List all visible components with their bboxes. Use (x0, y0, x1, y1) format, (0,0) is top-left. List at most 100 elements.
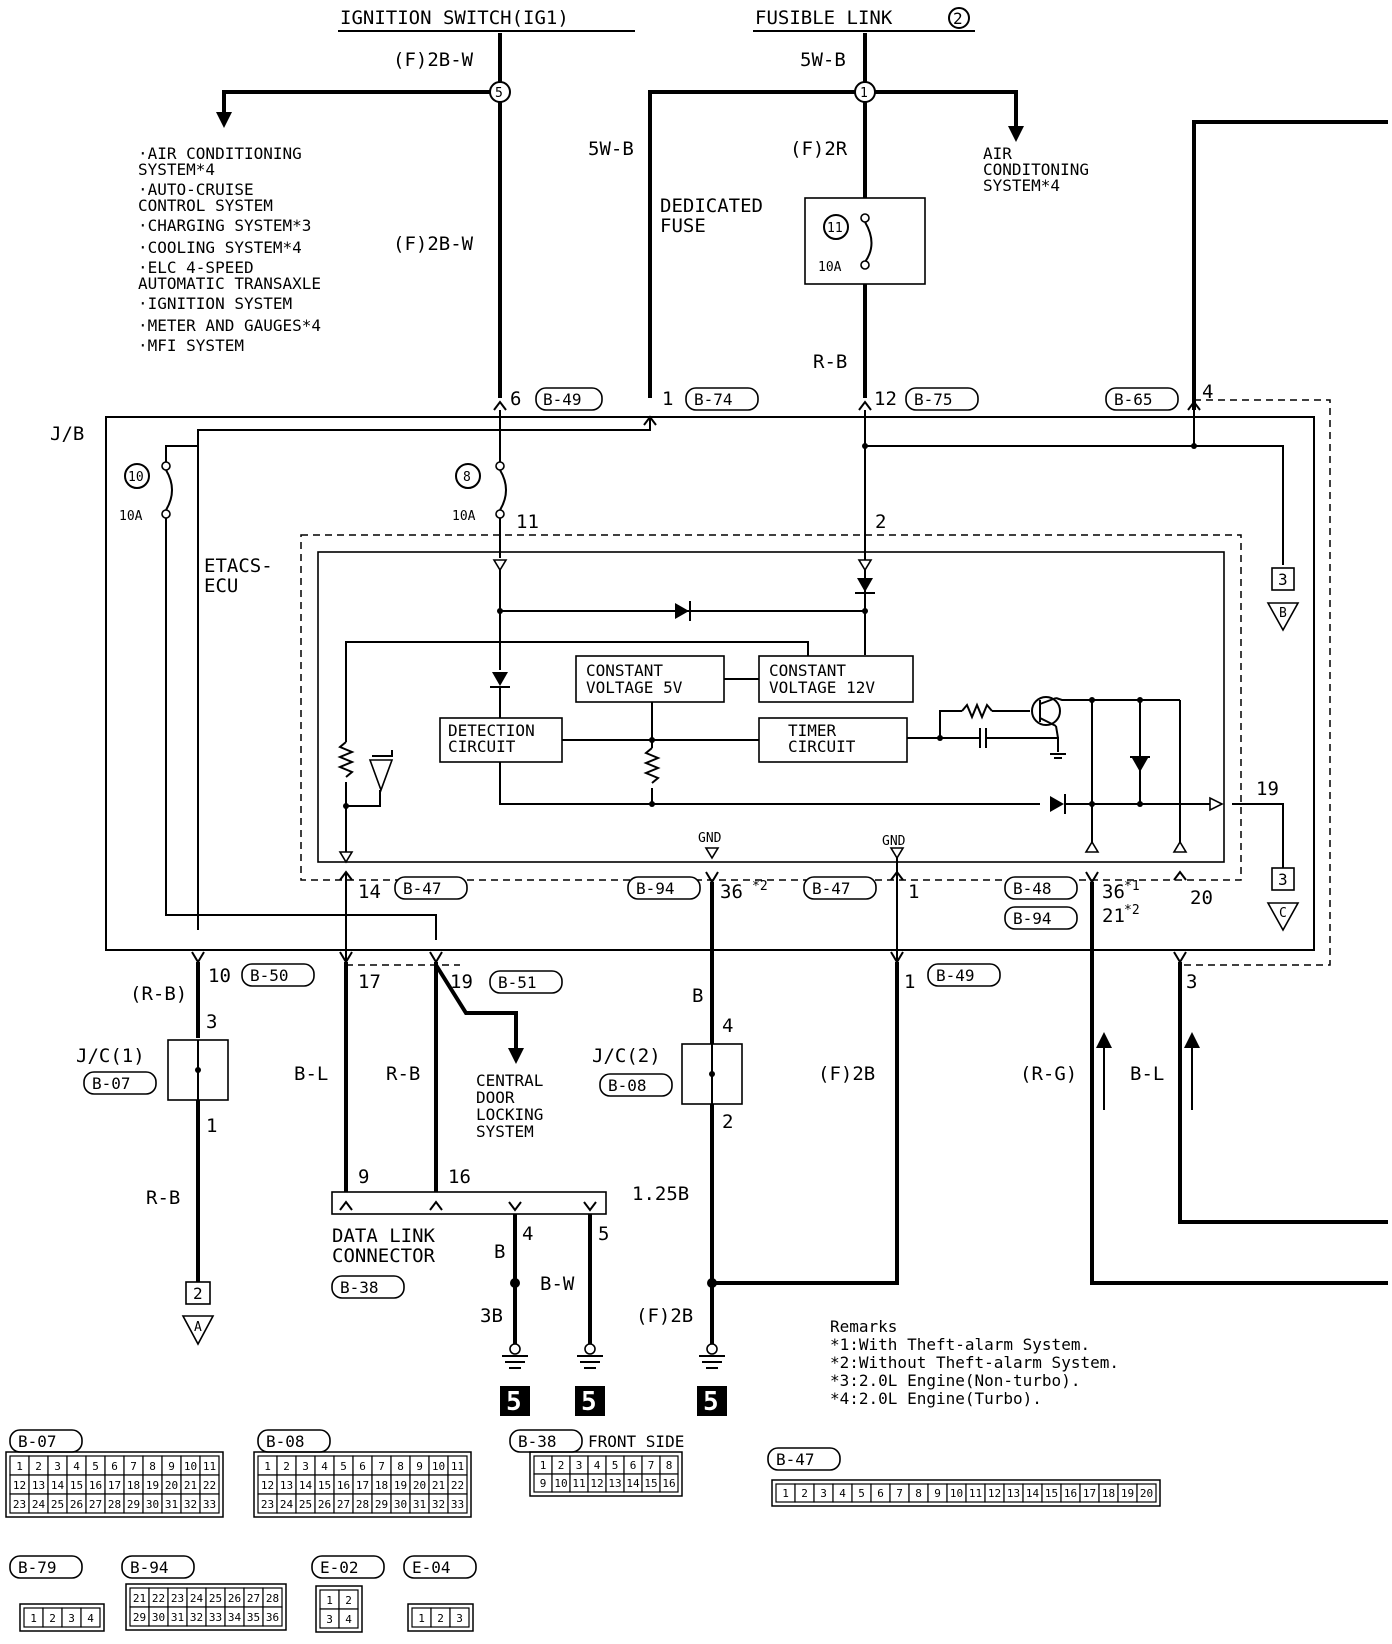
connector-pin: 10 (184, 1460, 197, 1473)
connector-pin: 8 (666, 1459, 673, 1472)
connector-pin: 6 (877, 1487, 884, 1500)
connector-pin: 23 (261, 1498, 274, 1511)
connector-pin: 15 (70, 1479, 83, 1492)
pin-14: 14 (358, 881, 381, 903)
transistor (1031, 696, 1061, 726)
conn-b49b: B-49 (936, 966, 975, 985)
conn-b48-pill (1004, 876, 1078, 900)
wire-5wb-top: 5W-B (800, 49, 846, 71)
connector-pin: 30 (394, 1498, 407, 1511)
connector-pin: 14 (299, 1479, 313, 1492)
offpage-c-letter: C (1279, 906, 1287, 921)
connector-pin: 11 (969, 1487, 982, 1500)
wire-to-left-systems (222, 90, 490, 114)
connector-pin: 22 (152, 1592, 165, 1605)
pin-21: 21 (1102, 905, 1125, 927)
fuse-8-element (499, 469, 507, 511)
svg-text:·METER AND GAUGES*4: ·METER AND GAUGES*4 (138, 316, 321, 335)
connector-pin: 20 (165, 1479, 178, 1492)
connector-pin: 24 (190, 1592, 204, 1605)
svg-text:·CHARGING SYSTEM*3: ·CHARGING SYSTEM*3 (138, 216, 311, 235)
connector-pin: 6 (111, 1460, 118, 1473)
ecu-cv-loop (345, 641, 809, 722)
svg-text:AUTOMATIC TRANSAXLE: AUTOMATIC TRANSAXLE (138, 274, 321, 293)
fuse-10-element (165, 469, 173, 511)
svg-text:Remarks: Remarks (830, 1317, 897, 1336)
connector-face-label: B-79 (18, 1558, 57, 1577)
conn-b38: B-38 (340, 1278, 379, 1297)
connector-pin: 20 (413, 1479, 426, 1492)
conn-b47a-pill (394, 876, 468, 900)
wire-b-jc2-label: B (692, 985, 703, 1007)
connector-pin: 14 (51, 1479, 65, 1492)
splice-1-num: 1 (860, 86, 868, 101)
connector-pin: 17 (356, 1479, 369, 1492)
connector-pin: 2 (437, 1612, 444, 1625)
wire-f2b-mid (712, 962, 899, 1285)
connector-pin: 7 (648, 1459, 655, 1472)
svg-text:SYSTEM: SYSTEM (476, 1122, 534, 1141)
connector-pin: 1 (418, 1612, 425, 1625)
connector-pin: 29 (133, 1611, 146, 1624)
connector-face-label: B-08 (266, 1432, 305, 1451)
fusible-link-label: FUSIBLE LINK (755, 7, 893, 29)
diode-right (1132, 758, 1148, 772)
offpage-b-letter: B (1279, 606, 1287, 621)
conn-b07-pill (83, 1071, 157, 1095)
fuse-11-circle (823, 214, 849, 240)
connector-face-label: B-47 (776, 1450, 815, 1469)
offpage-b-num: 3 (1278, 570, 1288, 589)
ground-ref-3 (697, 1386, 727, 1416)
connector-pin: 11 (451, 1460, 464, 1473)
gnd-label-2: GND (882, 834, 906, 849)
connector-pin: 11 (572, 1477, 585, 1490)
connector-pin: 9 (416, 1460, 423, 1473)
svg-text:SYSTEM*4: SYSTEM*4 (138, 160, 215, 179)
pin-1b: 1 (908, 881, 919, 903)
connector-pin: 2 (801, 1487, 808, 1500)
pin-36-note: *2 (752, 879, 768, 894)
connector-pin: 32 (190, 1611, 203, 1624)
pin-16: 16 (448, 1166, 471, 1188)
wire-bl-right-label: B-L (1130, 1063, 1164, 1085)
offpage-c-triangle (1266, 902, 1300, 932)
resistor-timer (961, 702, 993, 720)
svg-text:DOOR: DOOR (476, 1088, 515, 1107)
ground-ref-2 (575, 1386, 605, 1416)
offpage-b-triangle (1266, 602, 1300, 632)
connector-pin: 3 (68, 1612, 75, 1625)
offpage-a-num: 2 (193, 1284, 203, 1303)
conn-b38-pill (331, 1275, 405, 1299)
connector-pin: 19 (1121, 1487, 1134, 1500)
svg-text:*1:With Theft-alarm System.: *1:With Theft-alarm System. (830, 1335, 1090, 1354)
conn-b65: B-65 (1114, 390, 1153, 409)
pin-10: 10 (208, 965, 231, 987)
wire-bl-dlc-label: B-L (294, 1063, 328, 1085)
connector-pin: 33 (209, 1611, 222, 1624)
cv12-line2: VOLTAGE 12V (769, 678, 875, 697)
remarks: Remarks *1:With Theft-alarm System. *2:W… (830, 1317, 1119, 1408)
connector-pin: 7 (378, 1460, 385, 1473)
jc2-label: J/C(2) (592, 1045, 661, 1067)
connector-pin: 28 (356, 1498, 369, 1511)
connector-pin: 12 (13, 1479, 26, 1492)
connector-pin: 18 (1102, 1487, 1115, 1500)
connector-pin: 35 (247, 1611, 260, 1624)
dlc-label-2: CONNECTOR (332, 1245, 436, 1267)
fuse-11-element (864, 221, 873, 263)
connector-pin: 8 (397, 1460, 404, 1473)
wire-f2b-mid-label: (F)2B (818, 1063, 875, 1085)
connector-pin: 14 (1026, 1487, 1040, 1500)
ground-ref-3-num: 5 (703, 1387, 719, 1417)
diode-out (1050, 796, 1064, 812)
pin-21-note: *2 (1124, 903, 1140, 918)
pin-1c: 1 (904, 971, 915, 993)
connector-pin: 1 (30, 1612, 37, 1625)
connector-pin: 9 (168, 1460, 175, 1473)
connector-pin: 17 (108, 1479, 121, 1492)
fuse-10-circle (124, 463, 150, 489)
